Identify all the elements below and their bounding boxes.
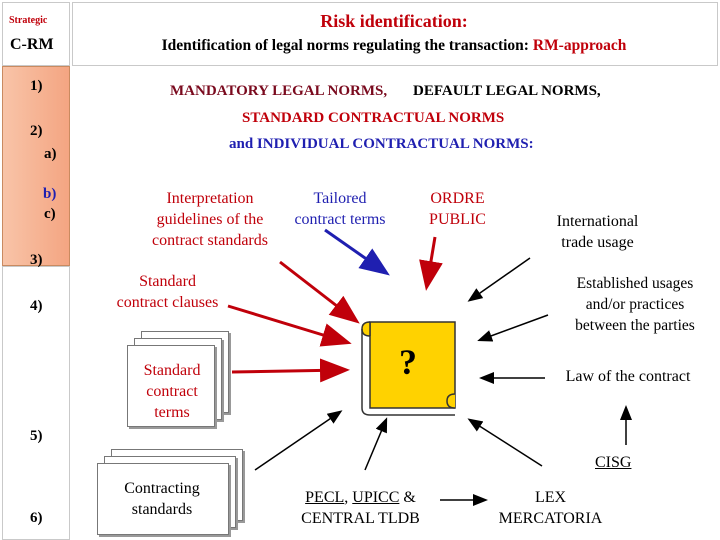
mandatory-norms: MANDATORY LEGAL NORMS, <box>170 83 388 99</box>
individual-contractual-norms: and INDIVIDUAL CONTRACTUAL NORMS: <box>229 136 534 152</box>
pecl-link: PECL <box>305 489 345 506</box>
sidebar-label-small: Strategic <box>9 15 48 26</box>
default-norms: DEFAULT LEGAL NORMS, <box>413 83 601 99</box>
page-title: Risk identification: <box>320 11 468 31</box>
step-2c: c) <box>44 206 56 222</box>
arrow-international <box>467 257 531 302</box>
step-2b: b) <box>43 186 57 202</box>
page-subtitle: Identification of legal norms regulating… <box>161 37 627 54</box>
step-6: 6) <box>30 510 43 526</box>
arrow-established <box>477 314 549 342</box>
arrow-contracting <box>254 410 343 471</box>
upicc-link: UPICC <box>352 489 400 506</box>
header-box <box>72 2 718 66</box>
step-5: 5) <box>30 428 43 444</box>
cisg-label: CISG <box>595 454 632 471</box>
step-3: 3) <box>30 252 43 268</box>
step-1: 1) <box>30 78 43 94</box>
arrow-lex <box>467 418 543 467</box>
sidebar-header <box>2 2 70 66</box>
scroll-icon <box>361 321 456 416</box>
law-of-contract-label: Law of the contract <box>565 368 691 385</box>
step-4: 4) <box>30 298 43 314</box>
step-2a: a) <box>44 146 57 162</box>
sidebar-highlight <box>2 66 70 266</box>
question-mark: ? <box>399 342 417 382</box>
standard-terms-doc <box>127 345 215 427</box>
step-2: 2) <box>30 123 43 139</box>
contracting-standards-doc <box>97 463 229 535</box>
arrow-ordre <box>419 236 443 291</box>
arrow-standard-clauses <box>227 304 352 347</box>
arrow-interpretation <box>279 260 360 324</box>
arrow-tailored <box>324 228 390 276</box>
arrow-standard-terms <box>231 358 350 383</box>
sidebar-label-main: C-RM <box>10 36 54 53</box>
subtitle-highlight: RM-approach <box>532 37 627 54</box>
standard-contractual-norms: STANDARD CONTRACTUAL NORMS <box>242 110 505 126</box>
pecl-upicc-label: PECL, UPICC & CENTRAL TLDB <box>301 489 420 527</box>
arrow-pecl <box>364 417 388 471</box>
